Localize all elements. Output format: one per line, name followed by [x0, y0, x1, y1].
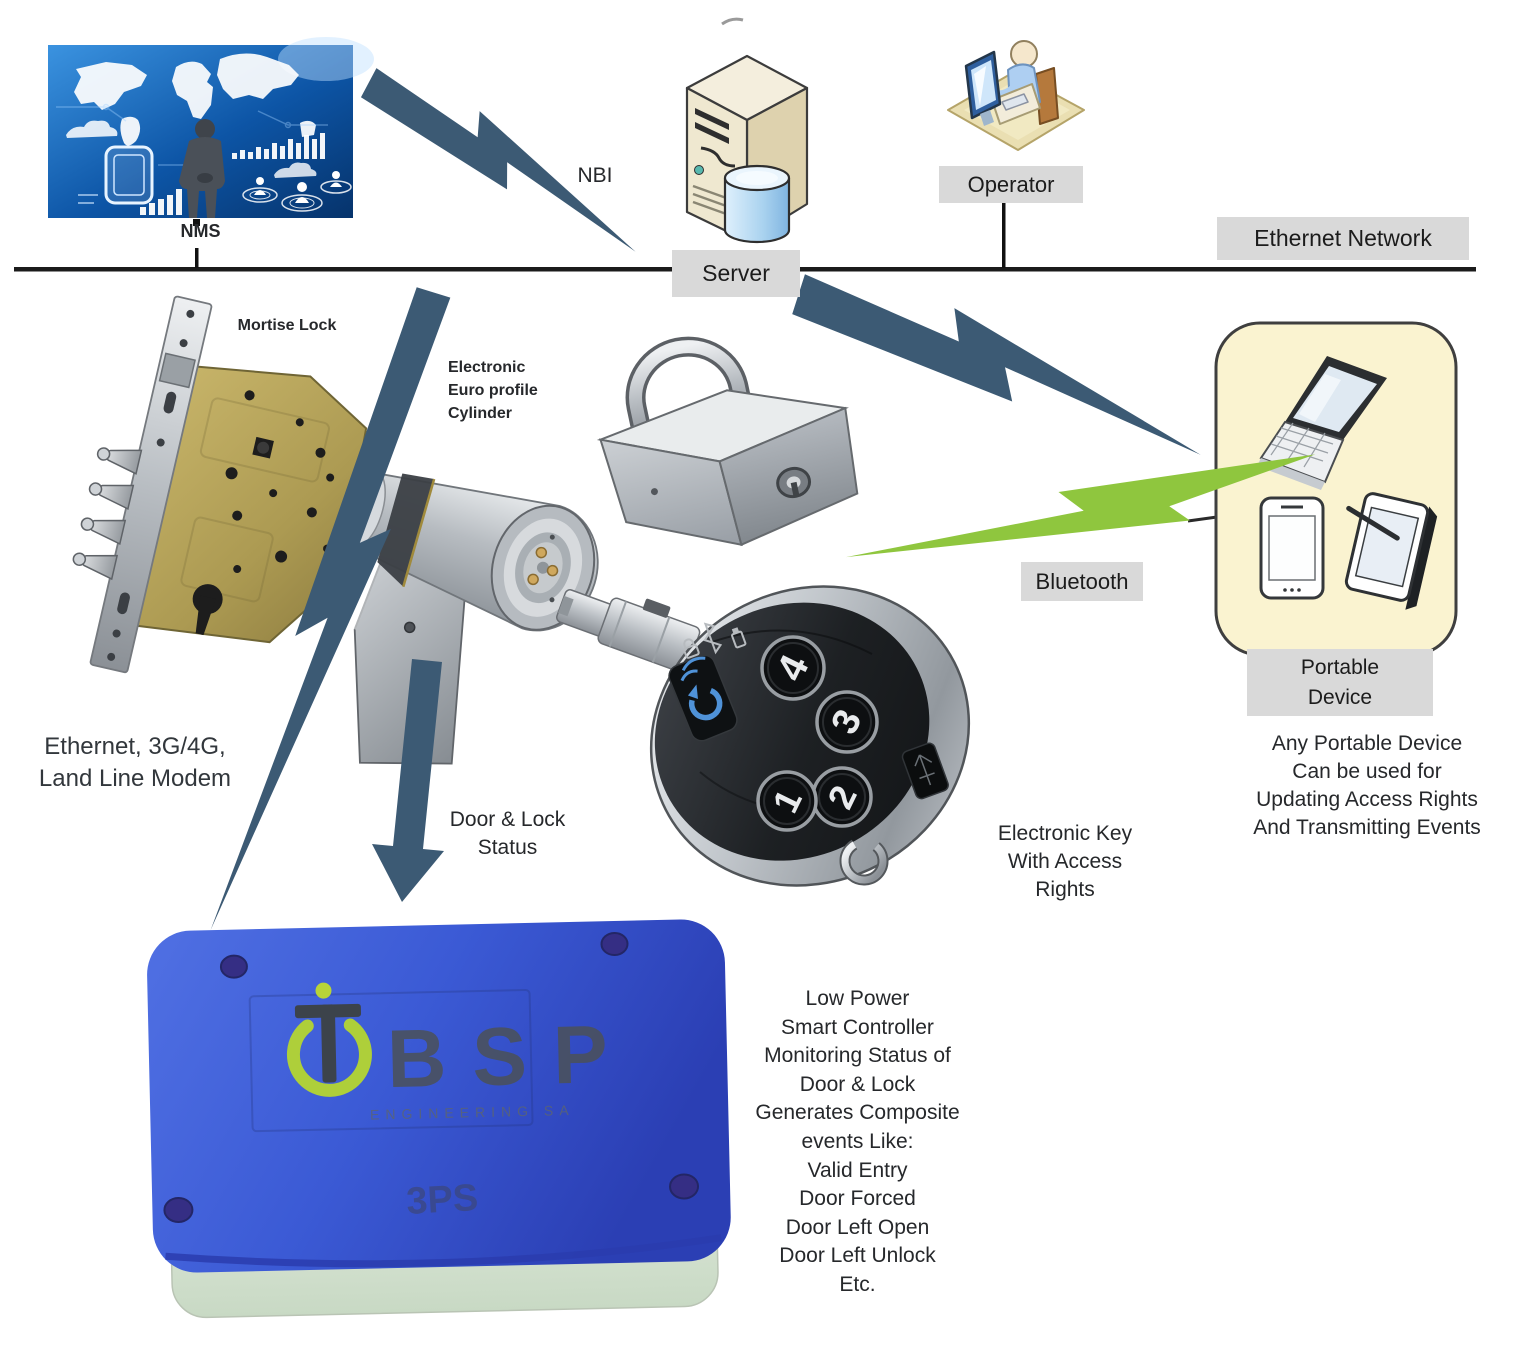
database-cylinder-icon: [723, 164, 791, 244]
server-tower-icon: [685, 54, 809, 244]
operator-drop-line: [1002, 202, 1006, 268]
tablet-with-pen-icon: [1344, 492, 1438, 610]
electronic-key-icon: 4 3 2 1: [556, 585, 971, 887]
usb-port-icon: [901, 742, 949, 800]
padlock-icon: [596, 336, 859, 547]
controller-model-text: 3PS: [405, 1177, 479, 1223]
smart-controller-box: BSP ENGINEERING SA 3PS: [147, 919, 731, 1319]
lightning-bolt-server-portable: [792, 274, 1201, 455]
nms-drop-line: [195, 248, 199, 268]
artifact-dash: [721, 17, 744, 26]
portable-stub-line: [1187, 515, 1218, 523]
lock-bolt-pins: [72, 447, 143, 581]
operator-label: Operator: [939, 166, 1083, 203]
modem-note: Ethernet, 3G/4G,Land Line Modem: [38, 733, 232, 792]
stylus-pen-icon: [1346, 505, 1400, 541]
key-buttons: 4 3 2 1: [756, 635, 879, 832]
nms-label: NMS: [180, 221, 221, 241]
controller-brand-text: BSP: [386, 1009, 635, 1106]
nbi-label: NBI: [577, 164, 613, 187]
power-logo-icon: [286, 982, 372, 1097]
lightning-bolt-wan: [210, 287, 451, 931]
key-status-icons: [683, 622, 747, 659]
bluetooth-icon: [703, 622, 723, 655]
ethernet-network-label: Ethernet Network: [1217, 217, 1469, 260]
key-ring-icon: [839, 836, 889, 886]
door-status-arrow: [372, 659, 444, 902]
portable-device-box: [1214, 321, 1458, 657]
person-silhouette: [179, 119, 225, 218]
wireless-unlock-icon: [668, 654, 738, 742]
mortise-lock-icon: [72, 295, 368, 674]
lock-icon: [683, 638, 700, 659]
nms-dashboard-icon: [48, 37, 374, 218]
laptop-icon: [1257, 356, 1387, 490]
controller-brand-sub-text: ENGINEERING SA: [370, 1102, 575, 1123]
mortise-lock-label: Mortise Lock: [237, 317, 337, 334]
network-bolts: [210, 68, 1201, 931]
battery-icon: [731, 627, 747, 649]
operator-at-desk-icon: [947, 40, 1085, 151]
lightning-bolt-nbi: [360, 68, 636, 252]
lightning-bolt-bluetooth: [845, 454, 1316, 558]
bluetooth-label: Bluetooth: [1021, 562, 1143, 601]
smartphone-icon: [1259, 496, 1325, 600]
server-label: Server: [672, 250, 800, 297]
